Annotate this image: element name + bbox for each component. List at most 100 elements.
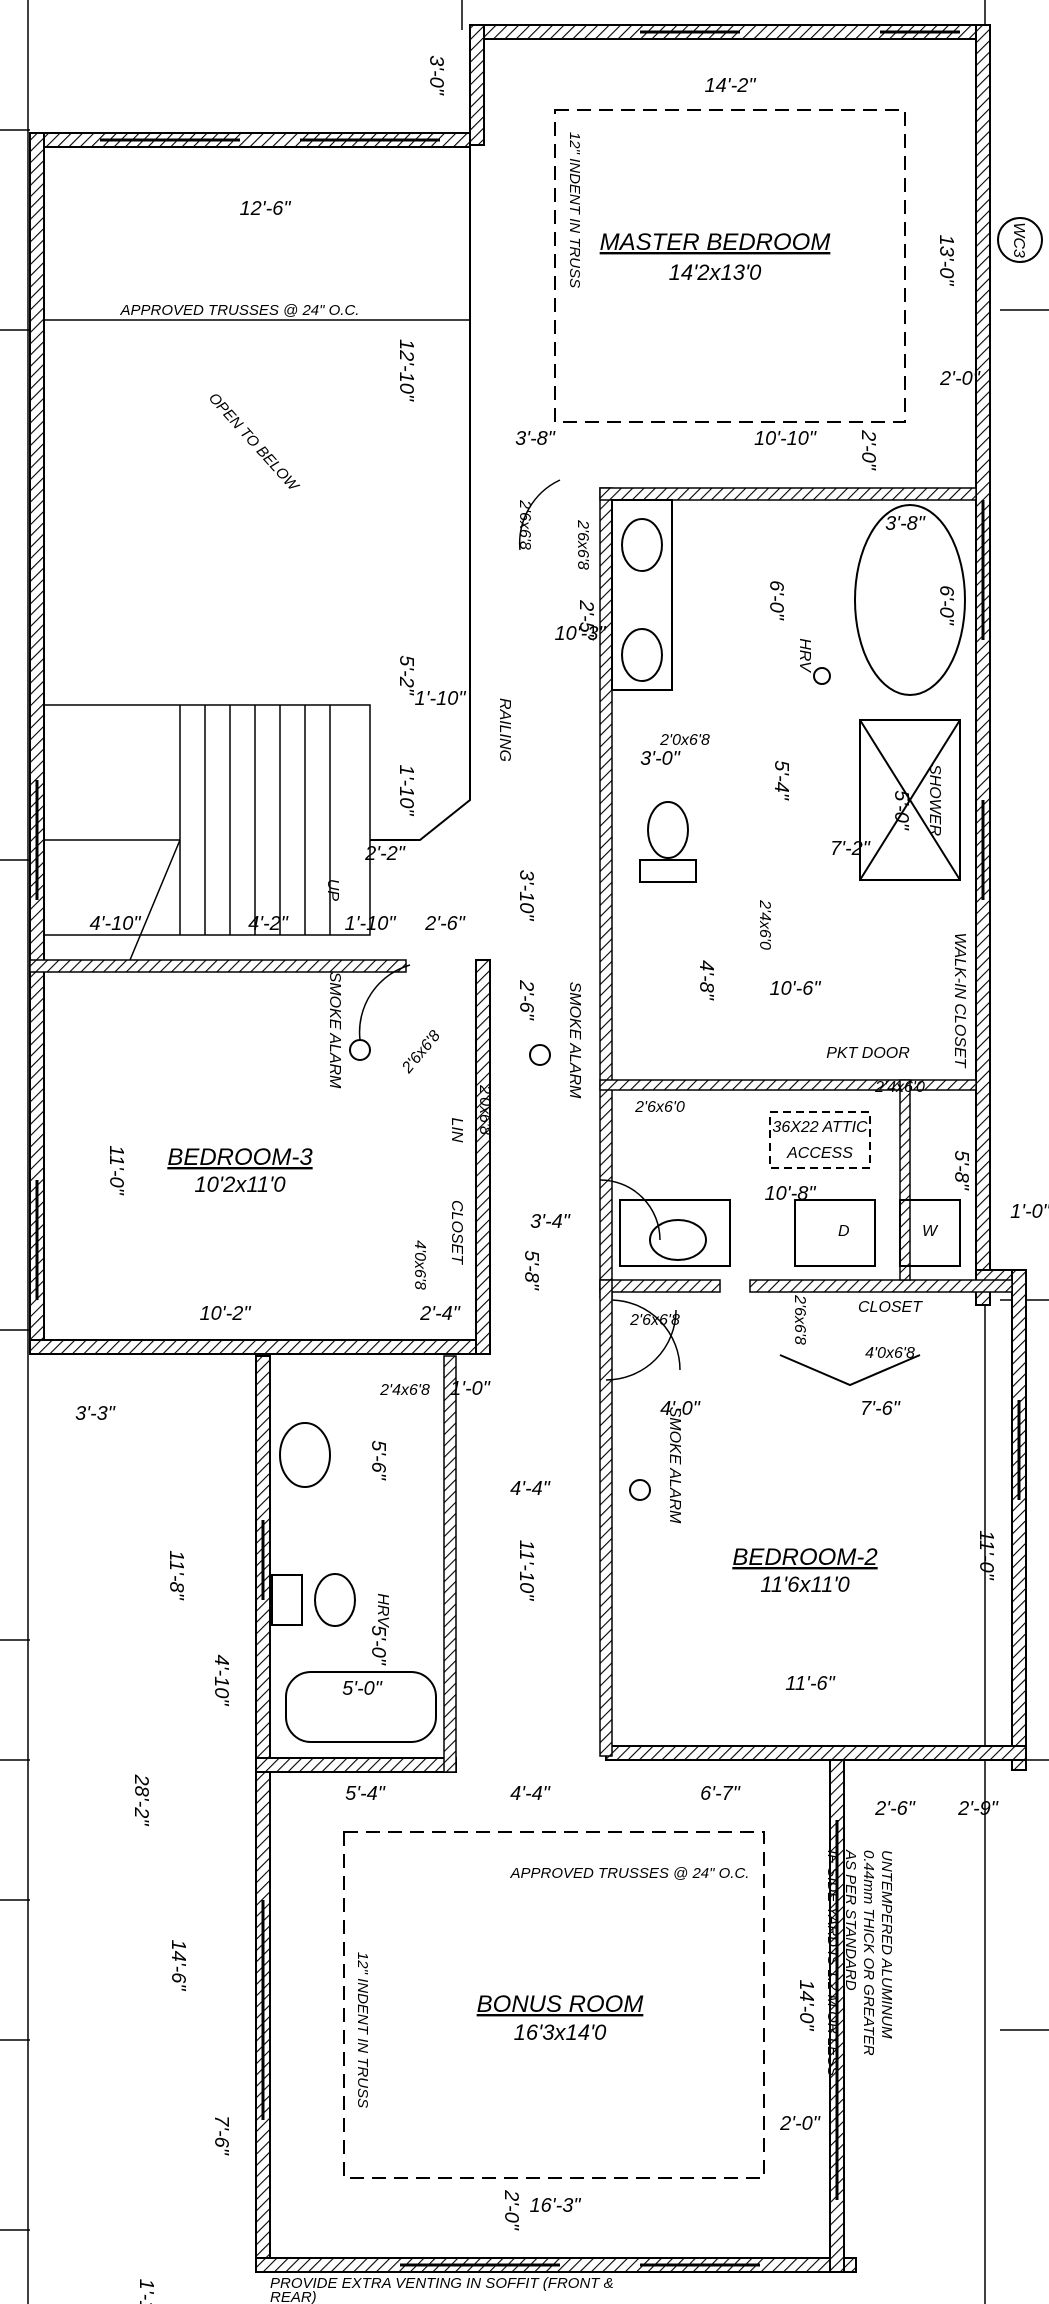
dimension: 28'-2": [130, 1774, 152, 1827]
smoke-alarm-icon: [529, 1044, 551, 1066]
dimension: 5'-4": [770, 760, 792, 801]
railing-note: RAILING: [496, 698, 513, 762]
dimension: 16'-3": [530, 2195, 582, 2217]
dimension: 2'6x6'0: [634, 1099, 685, 1116]
door-swing: [518, 479, 561, 551]
dimension: 2'-6": [874, 1798, 916, 1820]
closet-note-1: CLOSET: [858, 1299, 923, 1316]
soffit-note-1: PROVIDE EXTRA VENTING IN SOFFIT (FRONT &: [270, 2275, 614, 2292]
dryer-label: D: [838, 1223, 850, 1240]
bathtub-icon: [285, 1671, 437, 1743]
dimension: 5'-8": [950, 1150, 972, 1191]
dimension: 3'-0": [640, 748, 681, 770]
dimension: 4'-10": [210, 1655, 232, 1707]
dimension: 2'6x6'8: [574, 519, 591, 570]
bonus-room-name: BONUS ROOM: [477, 1991, 644, 2018]
room-labels: MASTER BEDROOM 14'2x13'0 BEDROOM-3 10'2x…: [167, 229, 877, 2045]
dimension: 2'-6": [424, 913, 466, 935]
dimension: 6'-7": [700, 1783, 741, 1805]
dimension: 3'-0": [425, 55, 447, 96]
sink-icon: [279, 1422, 331, 1488]
window-note-3: AS PER STANDARD: [842, 1849, 859, 1991]
bedroom-3-size: 10'2x11'0: [194, 1172, 286, 1197]
dimension: 10'-8": [765, 1183, 817, 1205]
dimension: 2'0x6'8: [659, 732, 710, 749]
window-note: UNTEMPERED ALUMINUM 0.44mm THICK OR GREA…: [824, 1849, 895, 2076]
dimension: 1'-0": [450, 1378, 491, 1400]
dryer-icon: [794, 1199, 876, 1267]
shower-note: SHOWER: [926, 764, 943, 836]
smoke-alarm-note-1: SMOKE ALARM: [326, 972, 343, 1089]
dimension: 4'-10": [90, 913, 142, 935]
dimension: 11'-10": [515, 1540, 537, 1601]
dimension: 11'-6": [785, 1673, 835, 1695]
dimension: 2'6x6'8: [516, 499, 533, 550]
hrv-note-2: HRV: [374, 1593, 391, 1628]
dimension: 5'-0": [890, 790, 912, 831]
dimension: 4'0x6'8: [865, 1345, 915, 1362]
dimension: 2'0x6'8: [476, 1084, 493, 1135]
wc3-marker: [997, 217, 1043, 263]
exterior-walls: [29, 24, 1027, 2273]
dimension: 4'-4": [510, 1478, 551, 1500]
dimension: 1'-10": [415, 688, 467, 710]
bedroom-3-name: BEDROOM-3: [167, 1144, 313, 1171]
dimension: 2'6x6'8: [791, 1294, 808, 1345]
door-swing: [358, 964, 411, 1041]
dimension: 2'-9": [957, 1798, 999, 1820]
shower-icon: [859, 719, 961, 881]
dimension: 12'-6": [240, 198, 292, 220]
up-note: UP: [324, 879, 341, 902]
trusses-note-top: APPROVED TRUSSES @ 24" O.C.: [120, 302, 360, 319]
dimension: 2'-0": [857, 429, 879, 471]
dimension: 7'-6": [210, 2115, 232, 2156]
dimension: 5'-2": [395, 655, 417, 696]
master-bedroom-size: 14'2x13'0: [669, 260, 763, 285]
dimension: 2'4x6'0: [756, 899, 773, 950]
dimension: 2'4x6'8: [379, 1382, 430, 1399]
window-note-1: UNTEMPERED ALUMINUM: [878, 1850, 895, 2039]
stairs: [43, 704, 371, 961]
soffit-note-2: REAR): [270, 2289, 317, 2304]
dimension: 10'-2": [200, 1303, 252, 1325]
fixtures: [43, 109, 1043, 2179]
dimension: 2'-0": [500, 2189, 522, 2231]
dimension: 4'-8": [695, 960, 717, 1001]
door-swing: [599, 1179, 661, 1241]
railing: [370, 145, 471, 841]
smoke-alarm-note-2: SMOKE ALARM: [566, 982, 583, 1099]
door-swing: [611, 1299, 681, 1371]
dimension: 2'-5": [575, 599, 597, 641]
dimension: 5'-0": [342, 1678, 383, 1700]
dimension: 10'-6": [770, 978, 822, 1000]
bonus-room-size: 16'3x14'0: [514, 2020, 608, 2045]
washer-icon: [899, 1199, 961, 1267]
dimension: 6'-0": [765, 580, 787, 621]
smoke-alarm-icon: [349, 1039, 371, 1061]
sink-icon: [621, 518, 663, 572]
dimension: 1'-10": [395, 765, 417, 817]
dimension: 3'-4": [530, 1211, 571, 1233]
dimension: 5'-8": [520, 1250, 542, 1291]
toilet-icon: [314, 1573, 356, 1627]
dimension: 11'-0": [105, 1145, 127, 1195]
toilet-icon: [647, 801, 689, 859]
attic-access-note-2: ACCESS: [786, 1145, 853, 1162]
dimension: 4'-2": [248, 913, 289, 935]
dimension: 5'-4": [345, 1783, 386, 1805]
dimension: 2'6x6'8: [398, 1028, 444, 1078]
bonus-indent-outline: [343, 1831, 765, 2179]
closet-note-2: CLOSET: [448, 1200, 465, 1265]
dimension: 6'-0": [935, 585, 957, 626]
dimension: 1'-10": [345, 913, 397, 935]
dimension: 2'4x6'0: [874, 1079, 925, 1096]
master-bedroom-name: MASTER BEDROOM: [600, 229, 831, 256]
dimension: 14'-6": [167, 1940, 189, 1992]
dimension: 5'-0": [367, 1625, 389, 1666]
door-swing: [605, 1309, 677, 1381]
attic-access-note-1: 36X22 ATTIC: [772, 1119, 868, 1136]
windows: [35, 30, 1021, 2267]
dimension: 2'-2": [364, 843, 406, 865]
dimension: 3'-8": [515, 428, 556, 450]
dimension: 2'-0": [779, 2113, 821, 2135]
